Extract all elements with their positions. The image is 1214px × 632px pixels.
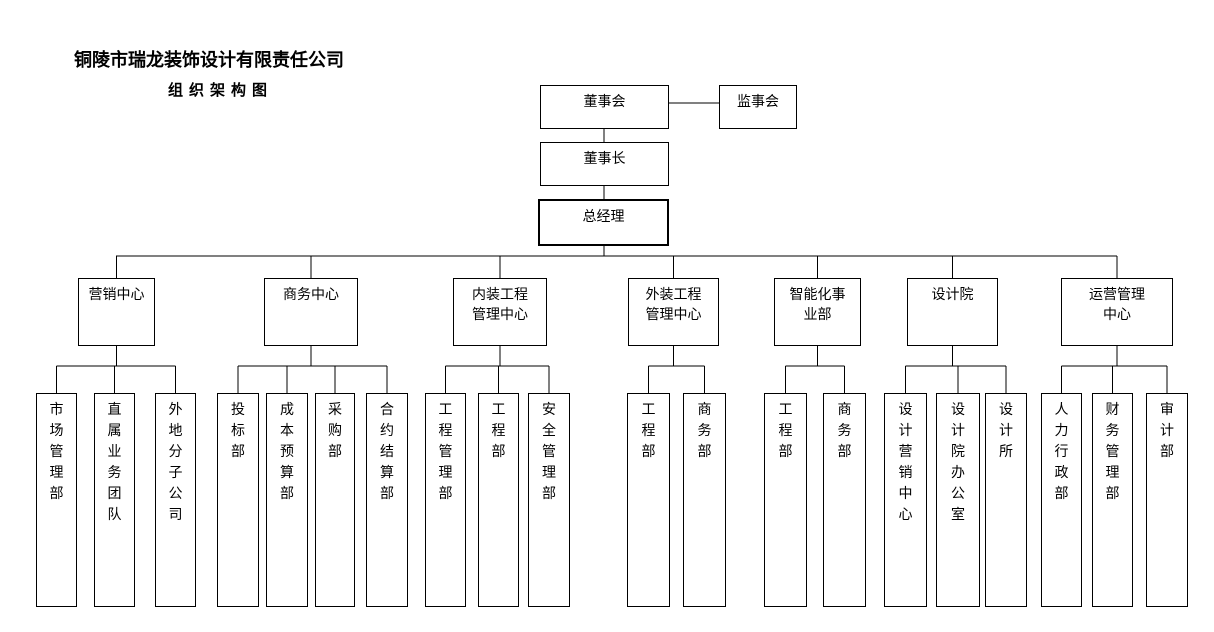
department-label: 工程部 — [491, 402, 506, 460]
department-label: 市场管理部 — [49, 402, 64, 502]
department-box: 财务管理部 — [1092, 393, 1133, 607]
department-label: 设计营销中心 — [898, 402, 913, 523]
department-label: 设计院办公室 — [951, 402, 965, 523]
department-box: 工程部 — [478, 393, 519, 607]
board-label: 董事会 — [583, 94, 626, 110]
department-label: 财务管理部 — [1105, 402, 1120, 502]
department-label: 审计部 — [1160, 402, 1174, 460]
department-label: 人力行政部 — [1054, 402, 1069, 502]
center-label: 设计院 — [931, 287, 974, 303]
chairman-box: 董事长 — [540, 142, 669, 186]
supervisors-label: 监事会 — [737, 94, 779, 110]
department-box: 市场管理部 — [36, 393, 77, 607]
department-label: 安全管理部 — [542, 402, 556, 502]
department-label: 工程管理部 — [438, 402, 453, 502]
center-label: 智能化事 业部 — [789, 287, 846, 323]
page-subtitle: 组织架构图 — [168, 81, 274, 99]
center-box: 外装工程 管理中心 — [628, 278, 719, 346]
department-box: 人力行政部 — [1041, 393, 1082, 607]
center-label: 商务中心 — [283, 287, 339, 303]
center-box: 运营管理 中心 — [1061, 278, 1173, 346]
center-label: 外装工程 管理中心 — [645, 287, 702, 323]
gm-label: 总经理 — [582, 209, 625, 225]
department-box: 外地分子公司 — [155, 393, 196, 607]
department-label: 合约结算部 — [380, 402, 394, 502]
center-box: 智能化事 业部 — [774, 278, 861, 346]
department-label: 成本预算部 — [280, 402, 294, 502]
chairman-label: 董事长 — [583, 151, 626, 167]
department-label: 工程部 — [641, 402, 656, 460]
gm-box: 总经理 — [538, 199, 669, 246]
center-box: 设计院 — [907, 278, 998, 346]
department-box: 设计营销中心 — [884, 393, 927, 607]
department-label: 采购部 — [328, 402, 342, 460]
center-label: 运营管理 中心 — [1089, 287, 1145, 323]
department-box: 安全管理部 — [528, 393, 570, 607]
department-label: 工程部 — [778, 402, 793, 460]
center-label: 内装工程 管理中心 — [472, 287, 528, 323]
department-label: 外地分子公司 — [168, 402, 183, 523]
department-box: 商务部 — [683, 393, 726, 607]
department-box: 商务部 — [823, 393, 866, 607]
department-box: 工程部 — [764, 393, 807, 607]
page-title: 铜陵市瑞龙装饰设计有限责任公司 — [74, 50, 344, 71]
department-box: 成本预算部 — [266, 393, 308, 607]
department-label: 设计所 — [999, 402, 1013, 460]
center-box: 内装工程 管理中心 — [453, 278, 547, 346]
department-label: 商务部 — [697, 402, 712, 460]
department-box: 工程部 — [627, 393, 670, 607]
department-box: 审计部 — [1146, 393, 1188, 607]
department-box: 采购部 — [315, 393, 355, 607]
department-box: 工程管理部 — [425, 393, 466, 607]
center-label: 营销中心 — [88, 287, 145, 303]
supervisors-box: 监事会 — [719, 85, 797, 129]
department-label: 投标部 — [231, 402, 245, 460]
department-box: 合约结算部 — [366, 393, 408, 607]
board-box: 董事会 — [540, 85, 669, 129]
center-box: 商务中心 — [264, 278, 358, 346]
department-box: 直属业务团队 — [94, 393, 135, 607]
department-box: 设计院办公室 — [936, 393, 980, 607]
department-box: 设计所 — [985, 393, 1027, 607]
department-label: 直属业务团队 — [107, 402, 122, 523]
center-box: 营销中心 — [78, 278, 155, 346]
department-label: 商务部 — [837, 402, 852, 460]
department-box: 投标部 — [217, 393, 259, 607]
